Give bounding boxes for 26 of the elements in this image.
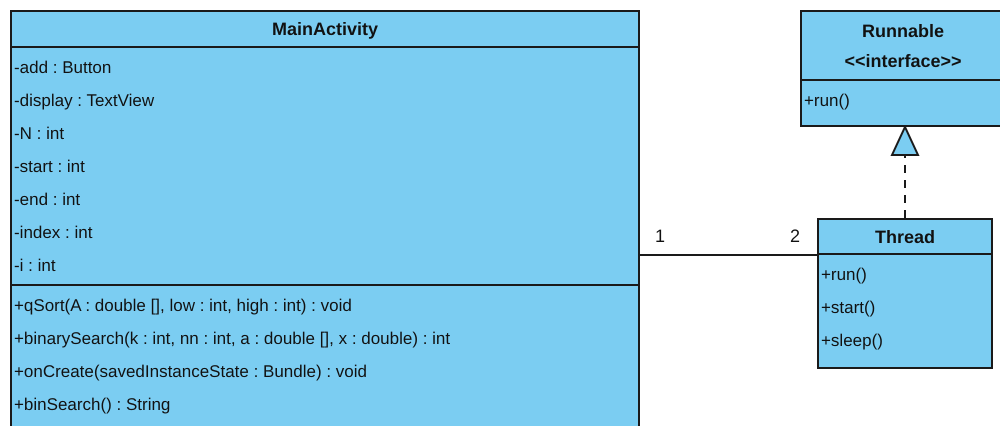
class-box — [10, 10, 640, 426]
member-text: -end : int — [14, 190, 80, 209]
class-name: Thread — [874, 226, 935, 248]
member-text: +start() — [821, 298, 876, 317]
member-text: +sleep() — [821, 331, 883, 350]
multiplicity-label: 2 — [790, 226, 800, 247]
member-text: +binarySearch(k : int, nn : int, a : double [], x : double) : int — [14, 329, 450, 348]
member-text: -N : int — [14, 124, 64, 143]
class-box — [817, 218, 993, 369]
member-text: -display : TextView — [14, 91, 154, 110]
member-text: -index : int — [14, 223, 92, 242]
class-name: MainActivity — [272, 18, 378, 41]
member-text: -add : Button — [14, 58, 112, 77]
association-line — [640, 254, 817, 256]
member-text: +qSort(A : double [], low : int, high : int) : void — [14, 296, 352, 315]
member-text: +binSearch() : String — [14, 395, 170, 414]
member-text: -start : int — [14, 157, 85, 176]
member-text: +onCreate(savedInstanceState : Bundle) : void — [14, 362, 367, 381]
class-name: Runnable — [862, 20, 944, 42]
member-text: +run() — [804, 91, 850, 110]
realization-arrow — [891, 126, 919, 218]
stereotype-label: <<interface>> — [844, 50, 962, 72]
member-text: +run() — [821, 265, 867, 284]
member-text: -i : int — [14, 256, 56, 275]
class-box — [800, 10, 1000, 127]
multiplicity-label: 1 — [655, 226, 666, 247]
